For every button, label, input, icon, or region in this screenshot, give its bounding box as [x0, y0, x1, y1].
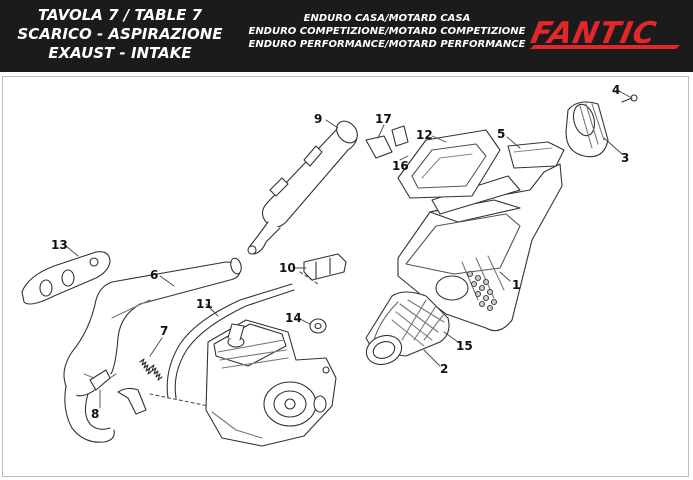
model-line-3: ENDURO PERFORMANCE/MOTARD PERFORMANCE — [248, 39, 526, 50]
air-filter-part — [565, 101, 609, 158]
clamp-part — [303, 253, 347, 281]
callout-17: 17 — [375, 112, 392, 126]
screw-part — [621, 94, 638, 103]
callout-15: 15 — [456, 339, 473, 353]
callout-14: 14 — [285, 311, 302, 325]
hose-part — [166, 283, 295, 399]
callout-13: 13 — [51, 238, 68, 252]
callout-3: 3 — [621, 151, 629, 165]
airbox-part — [397, 163, 563, 332]
model-line-1: ENDURO CASA/MOTARD CASA — [303, 13, 471, 24]
callout-6: 6 — [150, 268, 158, 282]
guide-line-2 — [299, 271, 319, 285]
springs-part — [139, 358, 163, 381]
clip-part — [365, 125, 409, 159]
fantic-logo: FANTIC — [530, 16, 680, 51]
callout-numbers: 1 2 3 4 5 6 7 8 9 10 11 12 13 14 15 16 1… — [51, 83, 629, 421]
header-bar: TAVOLA 7 / TABLE 7 SCARICO - ASPIRAZIONE… — [0, 0, 693, 72]
leader-lines — [65, 90, 631, 409]
bracket-part — [89, 369, 147, 415]
callout-8: 8 — [91, 407, 99, 421]
airbox-grille — [466, 270, 498, 312]
title-line-3: EXAUST - INTAKE — [48, 44, 192, 62]
diagram-frame — [2, 76, 689, 477]
small-cover-part — [507, 141, 565, 169]
callout-4: 4 — [612, 83, 620, 97]
callout-5: 5 — [497, 127, 505, 141]
model-list: ENDURO CASA/MOTARD CASA ENDURO COMPETIZI… — [242, 12, 532, 51]
callout-9: 9 — [314, 112, 322, 126]
callout-12: 12 — [416, 128, 433, 142]
filter-mesh — [391, 299, 445, 347]
callout-2: 2 — [440, 362, 448, 376]
callout-16: 16 — [392, 159, 409, 173]
logo-swoosh — [530, 45, 680, 49]
washer-part — [309, 318, 327, 334]
guide-line — [149, 393, 219, 409]
airbox-cover-part — [397, 129, 501, 199]
intake-boot-part — [365, 291, 450, 366]
title-line-1: TAVOLA 7 / TABLE 7 — [37, 6, 203, 24]
silencer-part — [247, 120, 358, 255]
callout-1: 1 — [512, 278, 520, 292]
table-title: TAVOLA 7 / TABLE 7 SCARICO - ASPIRAZIONE… — [0, 6, 240, 63]
engine-block-part — [205, 319, 337, 447]
callout-10: 10 — [279, 261, 296, 275]
exhaust-gasket-part — [21, 251, 111, 305]
callout-11: 11 — [196, 297, 213, 311]
model-line-2: ENDURO COMPETIZIONE/MOTARD COMPETIZIONE — [248, 26, 526, 37]
title-line-2: SCARICO - ASPIRAZIONE — [17, 25, 223, 43]
callout-7: 7 — [160, 324, 168, 338]
